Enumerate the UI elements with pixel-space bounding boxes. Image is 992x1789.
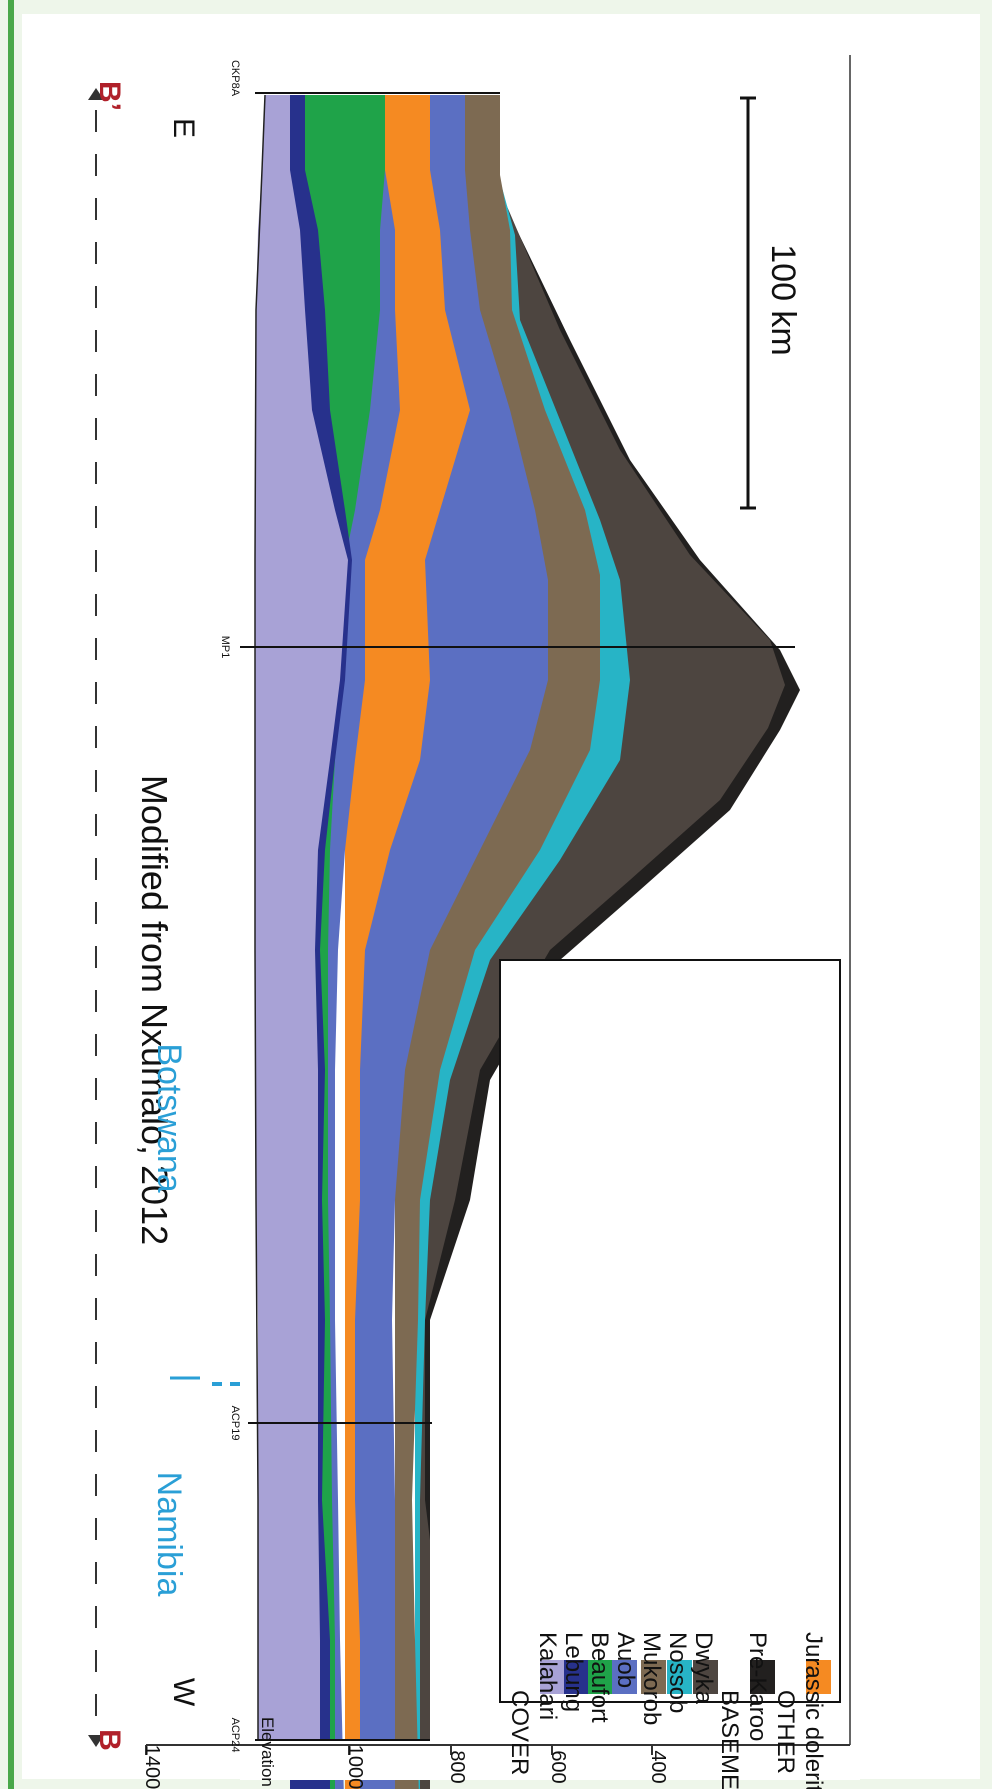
legend-label-kalahari: Kalahari — [534, 1632, 561, 1720]
legend-heading-other: OTHER — [772, 1690, 799, 1774]
legend-label-jurassic-dolerite: Jurassic dolerite — [800, 1632, 827, 1789]
borehole-label-mp1: MP1 — [219, 636, 231, 659]
layer-kalahari — [255, 95, 348, 1740]
legend-heading-basement: BASEMENT — [716, 1690, 743, 1789]
legend-swatch-kalahari — [540, 1660, 565, 1694]
legend-label-auob: Auob — [612, 1632, 639, 1688]
legend-label-nossob: Nossob — [664, 1632, 691, 1713]
legend-label-dwyka: Dwyka — [690, 1632, 717, 1705]
legend-swatch-mukorob — [641, 1660, 666, 1694]
figure-title: Modified from Nxumalo, 2012 — [134, 775, 175, 1245]
legend-box — [499, 959, 841, 1703]
country-label-botswana: Botswana — [150, 1043, 188, 1192]
section-mask-bottom — [420, 1740, 860, 1780]
section-end-label: B’ — [93, 81, 126, 111]
section-mask-right — [240, 1740, 440, 1780]
legend-swatch-auob — [612, 1660, 637, 1694]
section-arrow-top — [88, 88, 104, 100]
borehole-label-acp19: ACP19 — [229, 1406, 241, 1441]
elevation-tick-label-600: 600 — [547, 1750, 569, 1783]
elevation-tick-label-800: 800 — [446, 1750, 468, 1783]
legend-label-beaufort: Beaufort — [586, 1632, 613, 1723]
borehole-label-ckp8a: CKP8A — [229, 60, 241, 97]
legend-label-mukorob: Mukorob — [638, 1632, 665, 1725]
section-arrow-bottom — [88, 1735, 104, 1747]
legend-swatch-lebung — [564, 1660, 589, 1694]
legend: COVER Kalahari Lebung Beaufort Auob Muko… — [499, 959, 841, 1789]
elevation-tick-label-1400: 1400 — [141, 1745, 163, 1789]
legend-swatch-pre-karoo — [750, 1660, 775, 1694]
topography-line — [254, 94, 266, 1740]
left-accent-bar — [8, 0, 14, 1789]
borehole-label-acp24: ACP24 — [229, 1718, 241, 1753]
legend-swatch-dwyka — [693, 1660, 718, 1694]
legend-label-pre-karoo: Pre-Karoo — [744, 1632, 771, 1741]
east-label: E — [167, 118, 200, 138]
country-label-namibia: Namibia — [150, 1472, 188, 1597]
legend-swatch-jurassic-dolerite — [806, 1660, 831, 1694]
legend-swatch-beaufort — [588, 1660, 613, 1694]
legend-heading-cover: COVER — [506, 1690, 533, 1775]
elevation-tick-label-400: 400 — [647, 1750, 669, 1783]
elevation-axis-label: Elevation (m) — [258, 1717, 277, 1789]
legend-swatch-nossob — [667, 1660, 692, 1694]
west-label: W — [167, 1678, 200, 1707]
section-start-label: B — [93, 1729, 126, 1751]
scale-bar-label: 100 km — [764, 244, 802, 356]
elevation-tick-label-1000: 1000 — [344, 1745, 366, 1789]
legend-label-lebung: Lebung — [560, 1632, 587, 1712]
layers — [240, 95, 860, 1789]
